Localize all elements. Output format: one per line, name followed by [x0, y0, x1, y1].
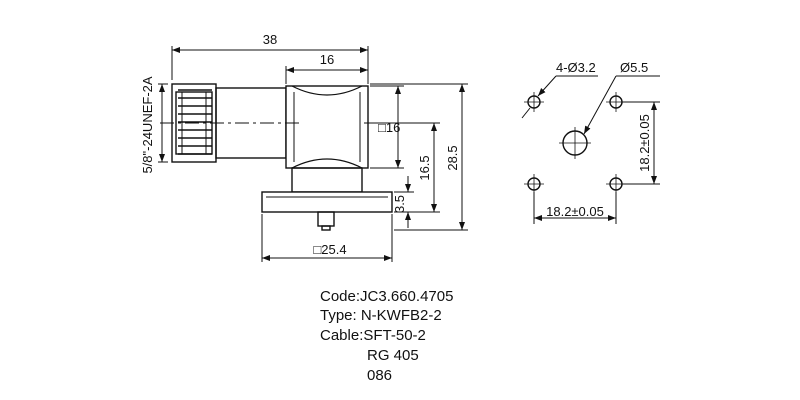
center-pin [317, 211, 335, 227]
flange [261, 191, 393, 213]
dim-body-square: □16 [378, 120, 400, 135]
side-view [160, 83, 393, 231]
dim-height-16-5: 16.5 [417, 155, 432, 180]
flange-view-dimensions [521, 75, 660, 224]
spec-type: Type: N-KWFB2-2 [320, 307, 442, 324]
spec-cable-alt2: 086 [367, 367, 393, 384]
spec-code: Code:JC3.660.4705 [320, 288, 454, 305]
connector-neck [215, 87, 287, 159]
dim-height-28-5: 28.5 [445, 145, 460, 170]
dim-thread-spec: 5/8"-24UNEF-2A [140, 76, 155, 173]
connector-shaft [291, 167, 363, 193]
dim-flange-thickness: 3.5 [392, 195, 407, 213]
dim-hole-spacing-horizontal: 18.2±0.05 [546, 204, 604, 219]
dim-body-width: 16 [320, 52, 334, 67]
dim-hole-spacing-vertical: 18.2±0.05 [637, 114, 652, 172]
dim-holes: 4-Ø3.2 [556, 60, 596, 75]
spec-cable: Cable:SFT-50-2 [320, 327, 426, 344]
spec-cable-alt: RG 405 [367, 347, 419, 364]
dim-overall-length: 38 [263, 32, 277, 47]
dim-flange-square: □25.4 [313, 242, 346, 257]
connector-body [285, 85, 369, 169]
dim-center-hole: Ø5.5 [620, 60, 648, 75]
side-view-dimensions [158, 46, 468, 262]
flange-view [524, 92, 626, 194]
